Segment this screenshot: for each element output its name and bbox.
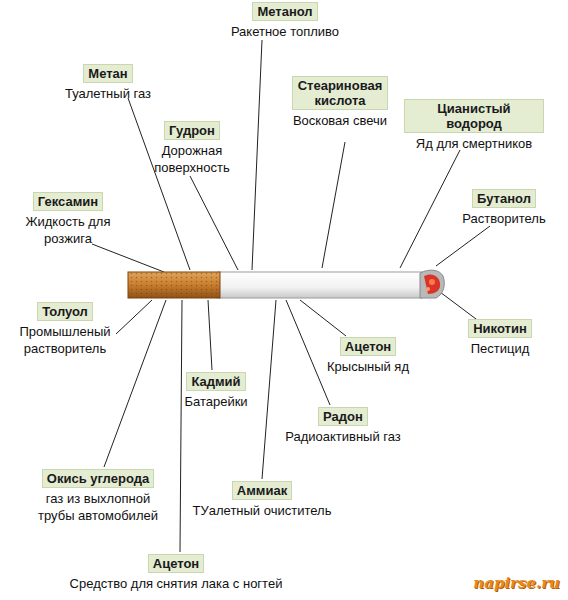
chemical-name: Гудрон [164,121,220,140]
chemical-callout: БутанолРастворитель [454,189,554,227]
chemical-use: Жидкость для розжига [12,213,124,247]
chemical-callout: АцетонКрысыный яд [313,337,423,375]
chemical-callout: НикотинПестицид [455,319,545,357]
chemical-name: Аммиак [232,481,292,500]
chemical-callout: МетанолРакетное топливо [215,2,355,40]
chemical-name: Метанол [252,2,317,21]
chemical-use: Дорожная поверхность [142,142,242,176]
chemical-name: Толуол [37,302,93,321]
chemical-use: Ракетное топливо [215,23,355,40]
chemical-callout: Стеариновая кислотаВосковая свечи [280,76,400,129]
chemical-name: Цианистый водород [404,99,544,133]
chemical-name: Метан [83,64,132,83]
chemical-callout: ТолуолПромышленый растворитель [6,302,124,357]
chemical-name: Кадмий [186,372,245,391]
chemical-use: Батарейки [171,393,261,410]
chemical-use: Средство для снятия лака с ногтей [31,575,321,592]
chemical-use: Крысыный яд [313,358,423,375]
chemical-callout: ГексаминЖидкость для розжига [12,192,124,247]
chemical-use: газ из выхлопной трубы автомобилей [28,490,168,524]
chemical-callout: ГудронДорожная поверхность [142,121,242,176]
chemical-name: Никотин [468,319,532,338]
chemical-name: Окись углерода [42,469,154,488]
chemical-use: Восковая свечи [280,112,400,129]
chemical-name: Бутанол [472,189,536,208]
chemical-name: Ацетон [148,554,204,573]
chemical-name: Стеариновая кислота [292,76,388,110]
chemical-callout: АммиакТУалетный очиститель [162,481,362,519]
chemical-use: Радиоактивный газ [268,428,418,445]
chemical-callout: КадмийБатарейки [171,372,261,410]
chemical-name: Радон [318,407,368,426]
chemical-callout: АцетонСредство для снятия лака с ногтей [31,554,321,592]
chemical-callout: Цианистый водород Яд для смертников [404,99,544,152]
chemical-use: Пестицид [455,340,545,357]
chemical-callout: Окись углерода газ из выхлопной трубы авт… [28,469,168,524]
chemical-name: Гексамин [33,192,103,211]
chemical-use: ТУалетный очиститель [162,502,362,519]
chemical-use: Туалетный газ [53,85,163,102]
chemical-name: Ацетон [340,337,396,356]
watermark: napirse.ru [473,574,560,592]
chemical-callout: РадонРадиоактивный газ [268,407,418,445]
cigarette [128,270,444,298]
chemical-callout: МетанТуалетный газ [53,64,163,102]
chemical-use: Промышленый растворитель [6,323,124,357]
chemical-use: Растворитель [454,210,554,227]
chemical-use: Яд для смертников [404,135,544,152]
